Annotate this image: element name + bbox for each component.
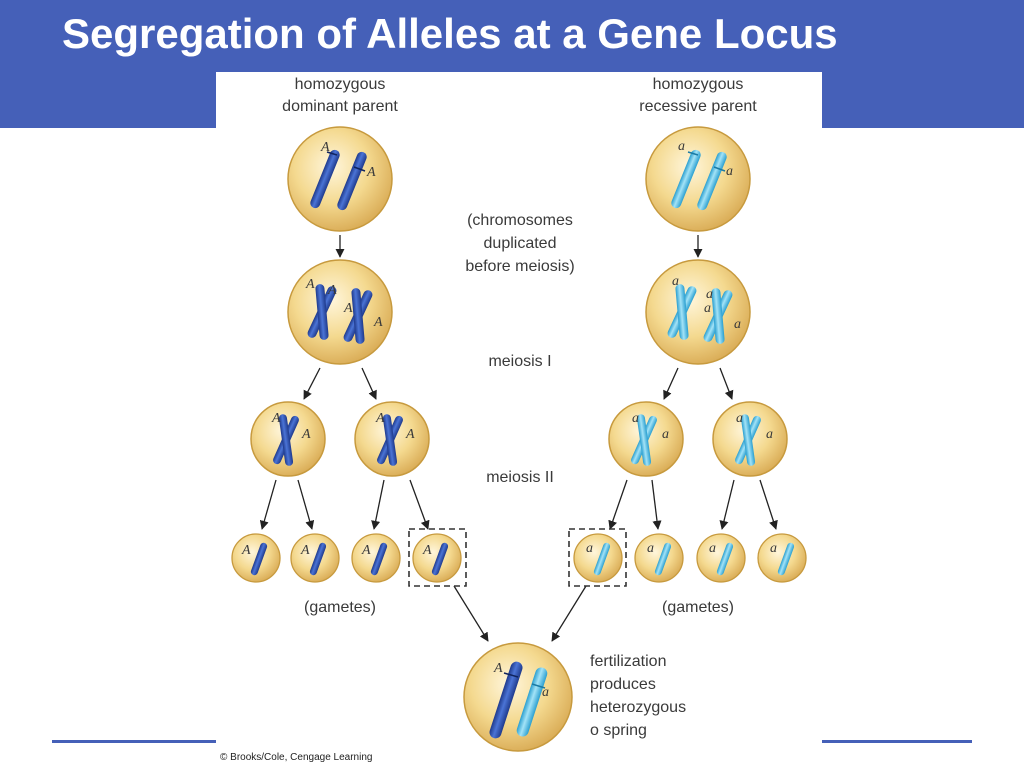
gametes-right-label: (gametes) [662, 599, 734, 616]
arrow [361, 367, 377, 400]
recessive-meiosis1-cell: a a [712, 401, 788, 477]
allele-label: a [678, 139, 685, 154]
allele-label: A [373, 315, 383, 330]
allele-label: A [405, 427, 415, 442]
allele-label: A [422, 543, 432, 558]
dominant-meiosis1-cell: A A [354, 401, 430, 477]
slide-title: Segregation of Alleles at a Gene Locus [62, 10, 838, 57]
recessive-parent-label-1: homozygous [653, 76, 744, 93]
recessive-meiosis1-cell: a a [608, 401, 684, 477]
recessive-duplicated-cell: a a a a [645, 259, 751, 365]
allele-label: A [305, 277, 315, 292]
allele-label: A [241, 543, 251, 558]
footer-rule-left [52, 740, 216, 743]
arrow [551, 585, 587, 642]
arrows [259, 235, 778, 642]
meiosis-1-label: meiosis I [488, 353, 551, 370]
allele-label: A [366, 165, 376, 180]
allele-label: a [662, 427, 669, 442]
gamete-dominant: A [290, 533, 340, 583]
arrow [719, 479, 735, 530]
fertilization-label-1: fertilization [590, 653, 666, 670]
allele-label: A [493, 661, 503, 676]
allele-label: a [706, 287, 713, 302]
gamete-recessive: a [757, 533, 807, 583]
allele-label: a [672, 274, 679, 289]
arrow [409, 479, 430, 530]
arrow [719, 367, 734, 400]
allele-label: a [770, 541, 777, 556]
fertilization-label-4: o spring [590, 722, 647, 739]
heterozygous-offspring-cell: A a [463, 642, 573, 752]
dominant-meiosis1-cell: A A [250, 401, 326, 477]
gamete-recessive: a [634, 533, 684, 583]
meiosis-diagram: homozygous dominant parent homozygous re… [231, 76, 807, 752]
allele-label: a [726, 164, 733, 179]
arrow [651, 479, 662, 530]
arrow [608, 479, 628, 530]
arrow [759, 479, 778, 530]
allele-label: A [271, 411, 281, 426]
allele-label: A [301, 427, 311, 442]
gamete-dominant: A [351, 533, 401, 583]
arrow [371, 479, 385, 530]
allele-label: a [647, 541, 654, 556]
gamete-dominant-selected: A [412, 533, 462, 583]
gamete-recessive-selected: a [573, 533, 623, 583]
allele-label: a [766, 427, 773, 442]
duplication-label-2: duplicated [484, 235, 557, 252]
duplication-label-3: before meiosis) [465, 258, 574, 275]
gametes-left-label: (gametes) [304, 599, 376, 616]
meiosis-figure: homozygous dominant parent homozygous re… [216, 72, 822, 768]
allele-label: a [709, 541, 716, 556]
copyright-credit: © Brooks/Cole, Cengage Learning [220, 752, 373, 763]
arrow [259, 479, 277, 530]
allele-label: a [542, 685, 549, 700]
allele-label: A [327, 283, 337, 298]
fertilization-label-2: produces [590, 676, 656, 693]
gamete-dominant: A [231, 533, 281, 583]
allele-label: a [734, 317, 741, 332]
allele-label: a [736, 411, 743, 426]
footer-rule-right [822, 740, 972, 743]
allele-label: A [320, 140, 330, 155]
selected-gamete-recessive-box [568, 528, 627, 587]
arrow [297, 479, 315, 530]
dominant-parent-label-2: dominant parent [282, 98, 398, 115]
dominant-parent-label-1: homozygous [295, 76, 386, 93]
dominant-duplicated-cell: A A A A [287, 259, 393, 365]
allele-label: A [375, 411, 385, 426]
duplication-label-1: (chromosomes [467, 212, 573, 229]
recessive-parent-cell: a a [645, 126, 751, 232]
arrow [663, 367, 679, 400]
meiosis-2-label: meiosis II [486, 469, 554, 486]
selected-gamete-dominant-box [408, 528, 467, 587]
allele-label: A [361, 543, 371, 558]
allele-label: A [343, 301, 353, 316]
allele-label: A [300, 543, 310, 558]
allele-label: a [632, 411, 639, 426]
fertilization-label-3: heterozygous [590, 699, 686, 716]
dominant-parent-cell: A A [287, 126, 393, 232]
allele-label: a [704, 301, 711, 316]
gamete-recessive: a [696, 533, 746, 583]
arrow [303, 367, 321, 400]
arrow [453, 585, 489, 642]
recessive-parent-label-2: recessive parent [639, 98, 757, 115]
allele-label: a [586, 541, 593, 556]
